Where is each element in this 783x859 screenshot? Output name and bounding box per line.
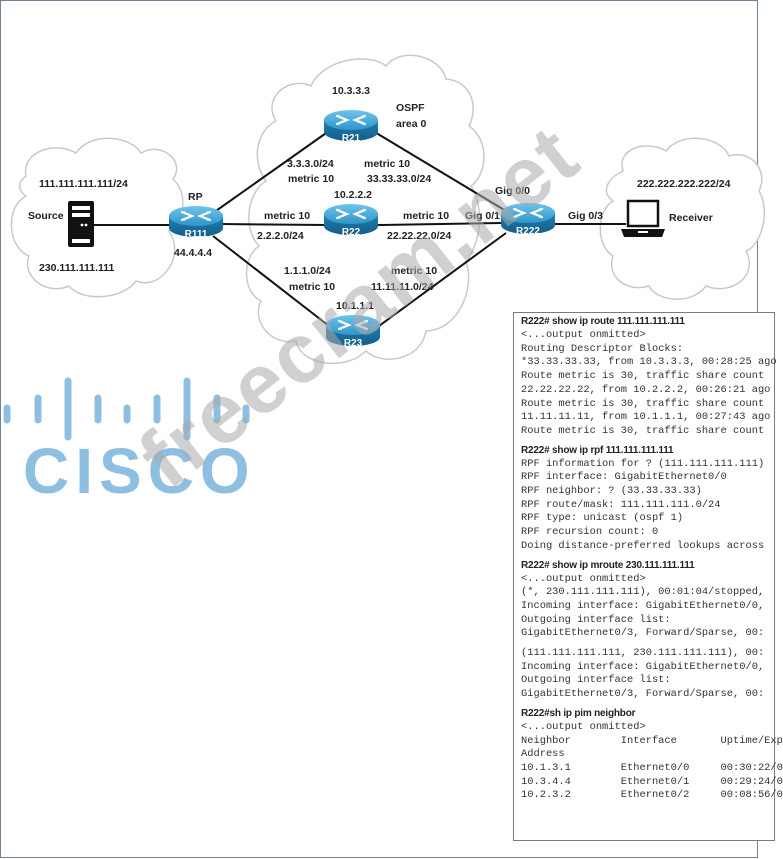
rp-label: RP xyxy=(188,191,203,203)
r111-r23-metric: metric 10 xyxy=(289,281,335,293)
server-icon xyxy=(68,201,94,247)
r23-r222-metric: metric 10 xyxy=(391,265,437,277)
link-r23-r222 xyxy=(378,232,507,327)
cli-line: <...output onmitted> xyxy=(521,329,646,341)
receiver-cloud xyxy=(599,137,766,300)
router-r111-name: R111 xyxy=(185,229,208,240)
cli-line: RPF neighbor: ? (33.33.33.33) xyxy=(521,485,702,498)
r22-r222-network: 22.22.22.0/24 xyxy=(387,230,451,242)
router-r222-name: R222 xyxy=(516,226,540,237)
show-ip-pim-neighbor-block: R222#sh ip pim neighbor <...output onmit… xyxy=(514,707,783,803)
link-r21-r222 xyxy=(372,130,507,212)
cli-command: R222# show ip mroute 230.111.111.111 xyxy=(521,559,695,571)
cli-command: R222#sh ip pim neighbor xyxy=(521,707,636,719)
cli-line: (111.111.111.111, 230.111.111.111), 00: xyxy=(521,647,765,660)
r21-r222-metric: metric 10 xyxy=(364,158,410,170)
cli-line: GigabitEthernet0/3, Forward/Sparse, 00: xyxy=(521,627,765,640)
cli-line: Route metric is 30, traffic share count xyxy=(521,424,765,437)
cli-line: Doing distance-preferred lookups across xyxy=(521,539,765,552)
link-r111-r21 xyxy=(212,130,330,214)
source-cloud xyxy=(10,137,184,298)
area-label: area 0 xyxy=(396,118,427,130)
r111-r22-metric: metric 10 xyxy=(264,210,310,222)
cli-line: Outgoing interface list: xyxy=(521,674,671,687)
link-r22-r222 xyxy=(377,222,502,226)
cli-command: R222# show ip rpf 111.111.111.111 xyxy=(521,444,674,456)
cli-line: Route metric is 30, traffic share count xyxy=(521,370,765,383)
cli-line: *33.33.33.33, from 10.3.3.3, 00:28:25 ag… xyxy=(521,356,777,369)
cisco-wordmark: CISCO xyxy=(23,435,256,507)
gig00-label: Gig 0/0 xyxy=(495,185,530,197)
r111-r21-network: 3.3.3.0/24 xyxy=(287,158,334,170)
link-r111-r23 xyxy=(212,235,330,327)
cli-line: Outgoing interface list: xyxy=(521,613,671,626)
source-subnet-label: 111.111.111.111/24 xyxy=(39,178,128,190)
r111-address: 44.4.4.4 xyxy=(174,247,212,259)
r22-r222-metric: metric 10 xyxy=(403,210,449,222)
cli-line: RPF interface: GigabitEthernet0/0 xyxy=(521,471,727,484)
r21-r222-network: 33.33.33.0/24 xyxy=(367,173,431,185)
router-r21-name: R21 xyxy=(342,133,361,144)
cli-line: 10.3.4.4 Ethernet0/1 00:29:24/0 xyxy=(521,775,783,788)
cli-line: 11.11.11.11, from 10.1.1.1, 00:27:43 ago xyxy=(521,411,771,424)
cli-line: 10.2.3.2 Ethernet0/2 00:08:56/0 xyxy=(521,789,783,802)
receiver-label: Receiver xyxy=(669,212,713,224)
router-r23-name: R23 xyxy=(344,338,363,349)
r22-address: 10.2.2.2 xyxy=(334,189,372,201)
cli-line: GigabitEthernet0/3, Forward/Sparse, 00: xyxy=(521,688,765,701)
router-r22-name: R22 xyxy=(342,227,361,238)
cli-line: 22.22.22.22, from 10.2.2.2, 00:26:21 ago xyxy=(521,383,771,396)
r23-r222-network: 11.11.11.0/24 xyxy=(371,281,434,293)
laptop-icon xyxy=(621,199,665,237)
receiver-subnet-label: 222.222.222.222/24 xyxy=(637,178,731,190)
cli-line: <...output onmitted> xyxy=(521,720,646,733)
cli-line: Routing Descriptor Blocks: xyxy=(521,342,684,355)
r111-r21-metric: metric 10 xyxy=(288,173,334,185)
r23-address: 10.1.1.1 xyxy=(336,300,374,312)
r111-r23-network: 1.1.1.0/24 xyxy=(284,265,331,277)
r111-r22-network: 2.2.2.0/24 xyxy=(257,230,304,242)
link-r111-r22 xyxy=(220,223,327,226)
cli-line: RPF route/mask: 111.111.111.0/24 xyxy=(521,498,721,511)
r21-address: 10.3.3.3 xyxy=(332,85,370,97)
cli-line: RPF information for ? (111.111.111.111) xyxy=(521,457,765,470)
source-label: Source xyxy=(28,210,64,222)
show-ip-mroute-block: R222# show ip mroute 230.111.111.111 <..… xyxy=(514,560,774,702)
source-group-label: 230.111.111.111 xyxy=(39,262,115,274)
cisco-logo: CISCO xyxy=(3,377,256,507)
cli-line: Incoming interface: GigabitEthernet0/0, xyxy=(521,599,765,612)
gig03-label: Gig 0/3 xyxy=(568,210,603,222)
show-ip-rpf-block: R222# show ip rpf 111.111.111.111 RPF in… xyxy=(514,445,774,554)
cli-line: 10.1.3.1 Ethernet0/0 00:30:22/0 xyxy=(521,761,783,774)
show-ip-route-block: R222# show ip route 111.111.111.111 <...… xyxy=(514,316,777,439)
cli-command: R222# show ip route 111.111.111.111 xyxy=(521,316,685,327)
gig01-label: Gig 0/1 xyxy=(465,210,500,222)
cli-line: (*, 230.111.111.111), 00:01:04/stopped, xyxy=(521,586,765,599)
cli-line: RPF recursion count: 0 xyxy=(521,526,659,539)
cli-line: RPF type: unicast (ospf 1) xyxy=(521,512,684,525)
cli-line: Incoming interface: GigabitEthernet0/0, xyxy=(521,660,765,673)
cli-line: Address xyxy=(521,748,565,761)
cli-line: <...output onmitted> xyxy=(521,572,646,585)
ospf-label: OSPF xyxy=(396,102,425,114)
cli-output-panel: R222# show ip route 111.111.111.111 <...… xyxy=(513,312,783,841)
cli-line: Route metric is 30, traffic share count xyxy=(521,397,765,410)
cli-line: Neighbor Interface Uptime/Exp xyxy=(521,734,783,747)
network-topology: R111 R21 R22 R23 R222 111.111.111.111/24… xyxy=(10,54,766,365)
